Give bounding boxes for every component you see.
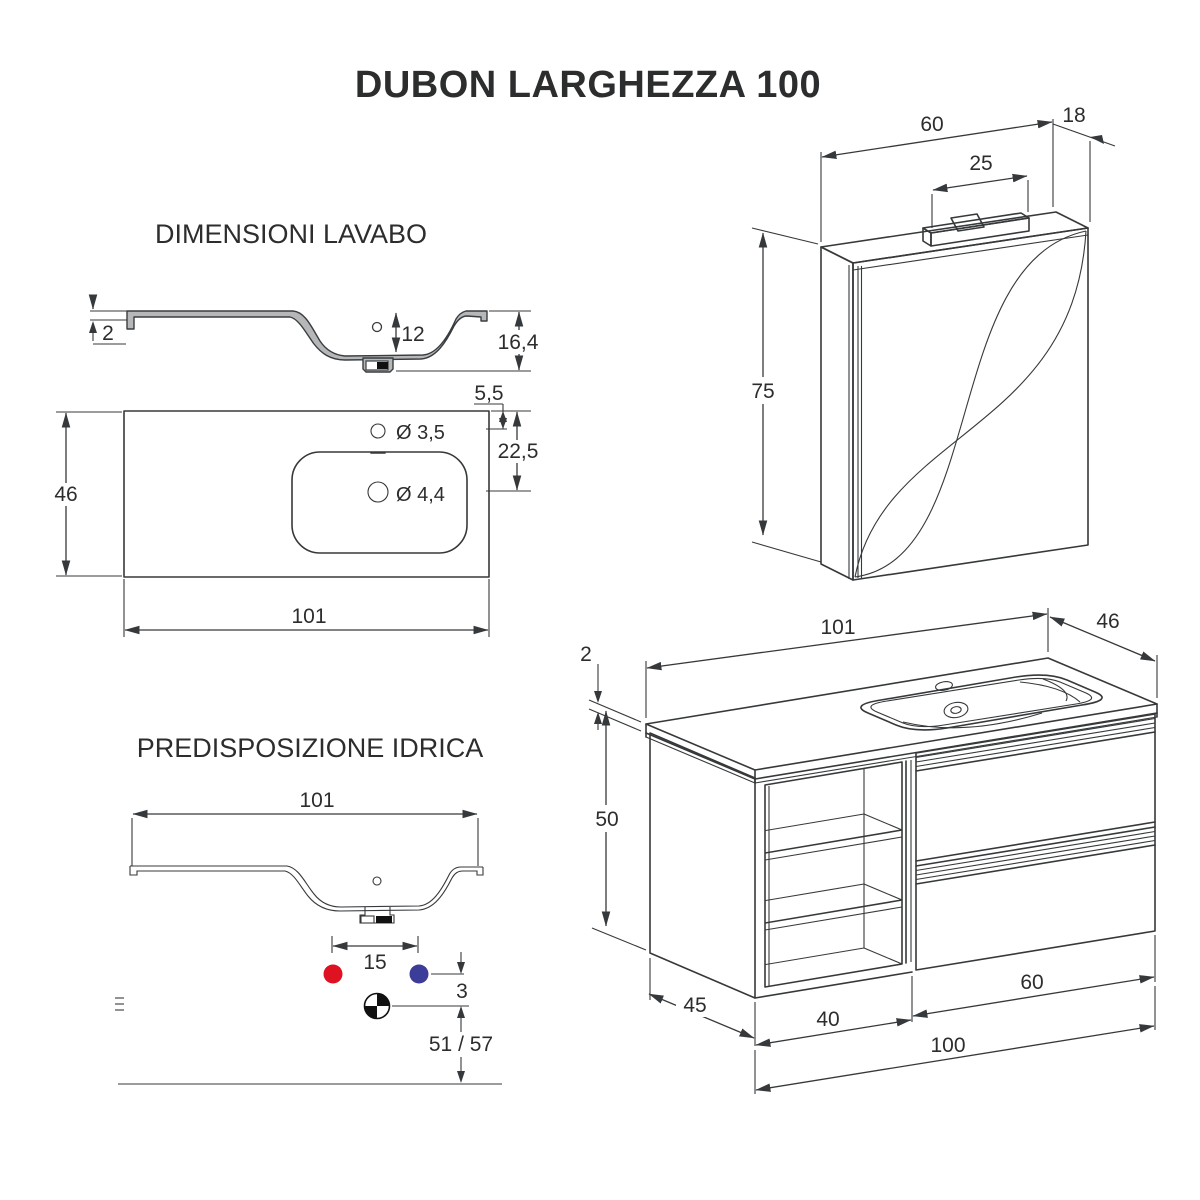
idrica-overflow xyxy=(372,876,382,886)
vanity-top xyxy=(645,657,1158,771)
dim-mirror-width: 60 xyxy=(920,113,943,136)
label-faucet-hole: Ø 3,5 xyxy=(396,422,445,444)
hot-water-point xyxy=(323,964,343,984)
basin-profile-shape xyxy=(126,310,488,361)
dim-plan-depth: 46 xyxy=(54,483,77,506)
label-drain-hole: Ø 4,4 xyxy=(396,484,445,506)
idrica-heading: PREDISPOSIZIONE IDRICA xyxy=(137,733,484,763)
dim-supply-to-drain: 3 xyxy=(456,980,468,1003)
dim-profile-height: 16,4 xyxy=(498,331,539,354)
drawer-stack xyxy=(915,713,1156,971)
faucet-hole xyxy=(370,423,386,439)
open-shelf-interior xyxy=(765,762,902,987)
basin-outline xyxy=(291,451,468,554)
drain-hole xyxy=(367,481,389,503)
dim-edge-to-faucet: 5,5 xyxy=(474,382,503,405)
mirror-light xyxy=(922,212,1030,247)
mirror-wave-1 xyxy=(854,230,1087,578)
dim-open-width: 40 xyxy=(816,1008,839,1031)
mirror-wave-2 xyxy=(854,230,1087,578)
dim-drawers-width: 60 xyxy=(1020,971,1043,994)
lavabo-section: DIMENSIONI LAVABO 2 12 16,4 xyxy=(50,219,544,637)
dim-mirror-depth: 18 xyxy=(1062,104,1085,127)
lavabo-side-profile: 2 12 16,4 xyxy=(88,294,541,373)
drawer-2-handle xyxy=(915,830,1156,885)
dim-bowl-depth: 12 xyxy=(401,323,424,346)
dim-drain-floor-height: 51 / 57 xyxy=(429,1033,493,1056)
drawer-2-top xyxy=(915,826,1156,867)
dim-profile-thickness: 2 xyxy=(102,322,114,345)
lavabo-heading: DIMENSIONI LAVABO xyxy=(155,219,427,249)
dim-light-width: 25 xyxy=(969,152,992,175)
dim-vanity-depth: 45 xyxy=(683,994,706,1017)
light-bracket xyxy=(950,213,985,232)
drain-trap-dark xyxy=(377,362,388,369)
dim-edge-to-drain: 22,5 xyxy=(498,440,539,463)
wall-hatch xyxy=(115,997,124,1011)
countertop-outline xyxy=(123,410,490,578)
dim-idrica-width: 101 xyxy=(299,789,334,812)
idrica-section: PREDISPOSIZIONE IDRICA 101 15 xyxy=(115,733,502,1085)
drain-datum-symbol xyxy=(363,992,391,1020)
vanity-basin xyxy=(860,674,1103,731)
idrica-drain-body xyxy=(360,915,375,924)
dim-mirror-height: 75 xyxy=(751,380,774,403)
idrica-profile xyxy=(129,865,484,924)
dim-supply-spacing: 15 xyxy=(363,951,386,974)
lavabo-plan-view: Ø 3,5 Ø 4,4 5,5 22,5 46 xyxy=(50,382,544,637)
dim-plan-width: 101 xyxy=(291,605,326,628)
drawer-1-bottom xyxy=(915,821,1156,862)
idrica-drain-dark xyxy=(376,916,392,923)
dim-vanity-top-width: 101 xyxy=(820,616,855,639)
basin-drain xyxy=(943,701,969,719)
dim-vanity-top-thickness: 2 xyxy=(580,643,592,666)
overflow-hole xyxy=(371,321,383,333)
cold-water-point xyxy=(409,964,429,984)
drawer-1-handle xyxy=(915,717,1156,772)
drawer-block xyxy=(915,713,1156,971)
basin-faucet-hole xyxy=(935,681,953,691)
page-title: DUBON LARGHEZZA 100 xyxy=(355,64,821,106)
vanity-unit: 101 46 2 50 45 40 60 100 xyxy=(580,608,1158,1094)
dim-total-width: 100 xyxy=(930,1034,965,1057)
dim-vanity-top-depth: 46 xyxy=(1096,610,1119,633)
mirror-door xyxy=(852,227,1089,581)
mirror-cabinet: 60 18 25 75 xyxy=(745,104,1116,581)
mirror-side-panel xyxy=(820,246,854,581)
dim-vanity-height: 50 xyxy=(595,808,618,831)
